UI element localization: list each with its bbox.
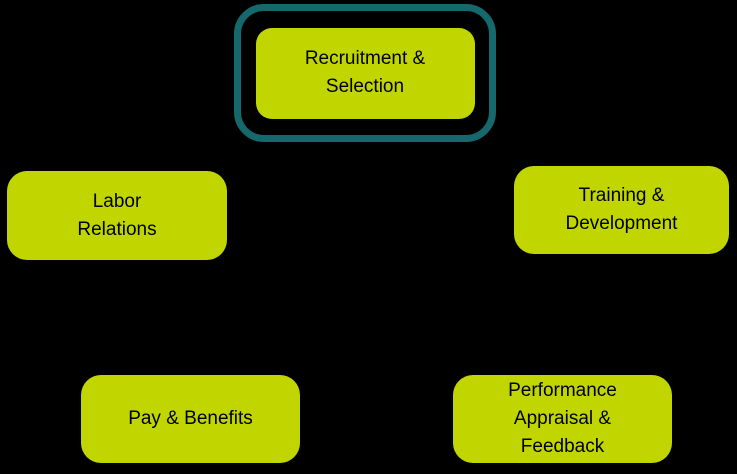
node-recruitment-selection: Recruitment & Selection <box>255 27 475 119</box>
highlight-frame: Recruitment & Selection <box>234 4 496 142</box>
node-pay-benefits: Pay & Benefits <box>81 375 300 463</box>
node-training-development-label: Training & Development <box>565 185 678 234</box>
node-labor-relations-label: Labor Relations <box>77 190 157 240</box>
node-performance-appraisal-feedback: Performance Appraisal & Feedback <box>453 375 672 463</box>
node-recruitment-selection-label: Recruitment & Selection <box>304 48 426 97</box>
node-training-development: Training & Development <box>514 166 729 254</box>
node-performance-appraisal-feedback-label: Performance Appraisal & Feedback <box>508 380 617 457</box>
node-labor-relations: Labor Relations <box>7 171 227 260</box>
node-pay-benefits-label: Pay & Benefits <box>128 408 253 429</box>
